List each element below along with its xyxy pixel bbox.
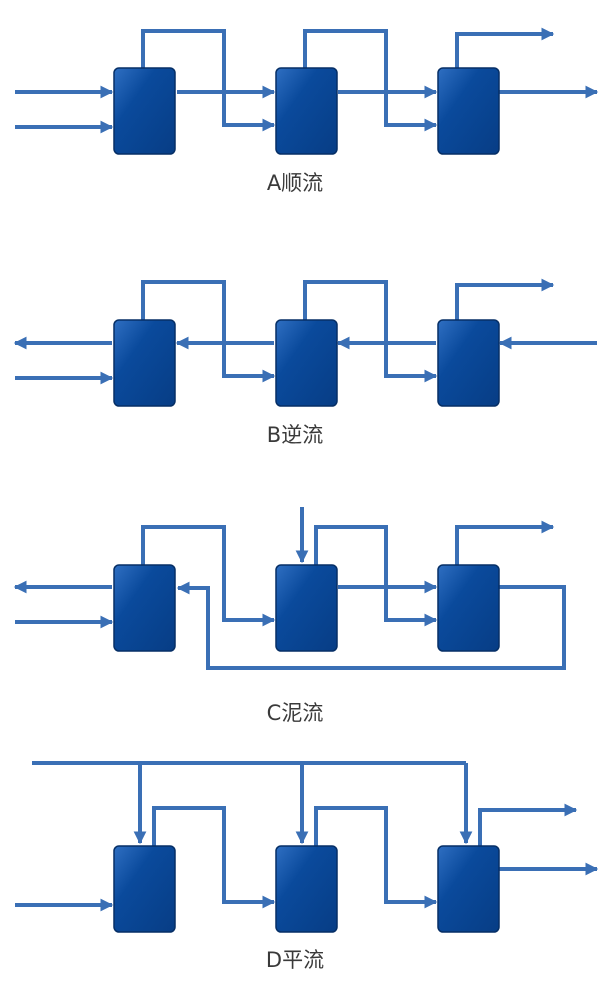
unit-d2 (275, 845, 338, 933)
unit-c3 (437, 564, 500, 652)
top-outlet-arrow-a (455, 27, 555, 68)
unit-a2 (275, 67, 338, 155)
overflow-loop-arrow-a1 (141, 29, 276, 132)
unit-b1 (113, 319, 176, 407)
overflow-loop-arrow-c1 (141, 525, 276, 627)
top-outlet-arrow-d (478, 803, 578, 846)
flows-c (13, 507, 566, 670)
overflow-loop-arrow-b2 (303, 280, 438, 383)
top-outlet-arrow-c (455, 520, 555, 565)
unit-b2 (275, 319, 338, 407)
unit-c2 (275, 564, 338, 652)
caption-d: D平流 (266, 948, 324, 972)
flows-d (15, 761, 599, 912)
top-outlet-arrow-b (455, 278, 555, 320)
recycle-loop-arrow-c (176, 581, 566, 670)
overflow-loop-arrow-b1 (141, 280, 276, 383)
overflow-loop-arrow-d1 (152, 806, 276, 909)
overflow-loop-arrow-c2 (314, 525, 438, 627)
unit-c1 (113, 564, 176, 652)
flows-a (15, 27, 599, 134)
caption-a: A顺流 (267, 171, 323, 195)
caption-c: C泥流 (267, 701, 324, 725)
overflow-loop-arrow-a2 (303, 29, 438, 132)
unit-d1 (113, 845, 176, 933)
unit-a3 (437, 67, 500, 155)
unit-b3 (437, 319, 500, 407)
diagram-b: B逆流 (13, 278, 597, 447)
caption-b: B逆流 (267, 423, 323, 447)
overflow-loop-arrow-d2 (314, 806, 438, 909)
flows-b (13, 278, 597, 385)
unit-a1 (113, 67, 176, 155)
diagram-a: A顺流 (15, 27, 599, 195)
unit-d3 (437, 845, 500, 933)
diagram-d: D平流 (15, 761, 599, 972)
diagram-c: C泥流 (13, 507, 566, 725)
